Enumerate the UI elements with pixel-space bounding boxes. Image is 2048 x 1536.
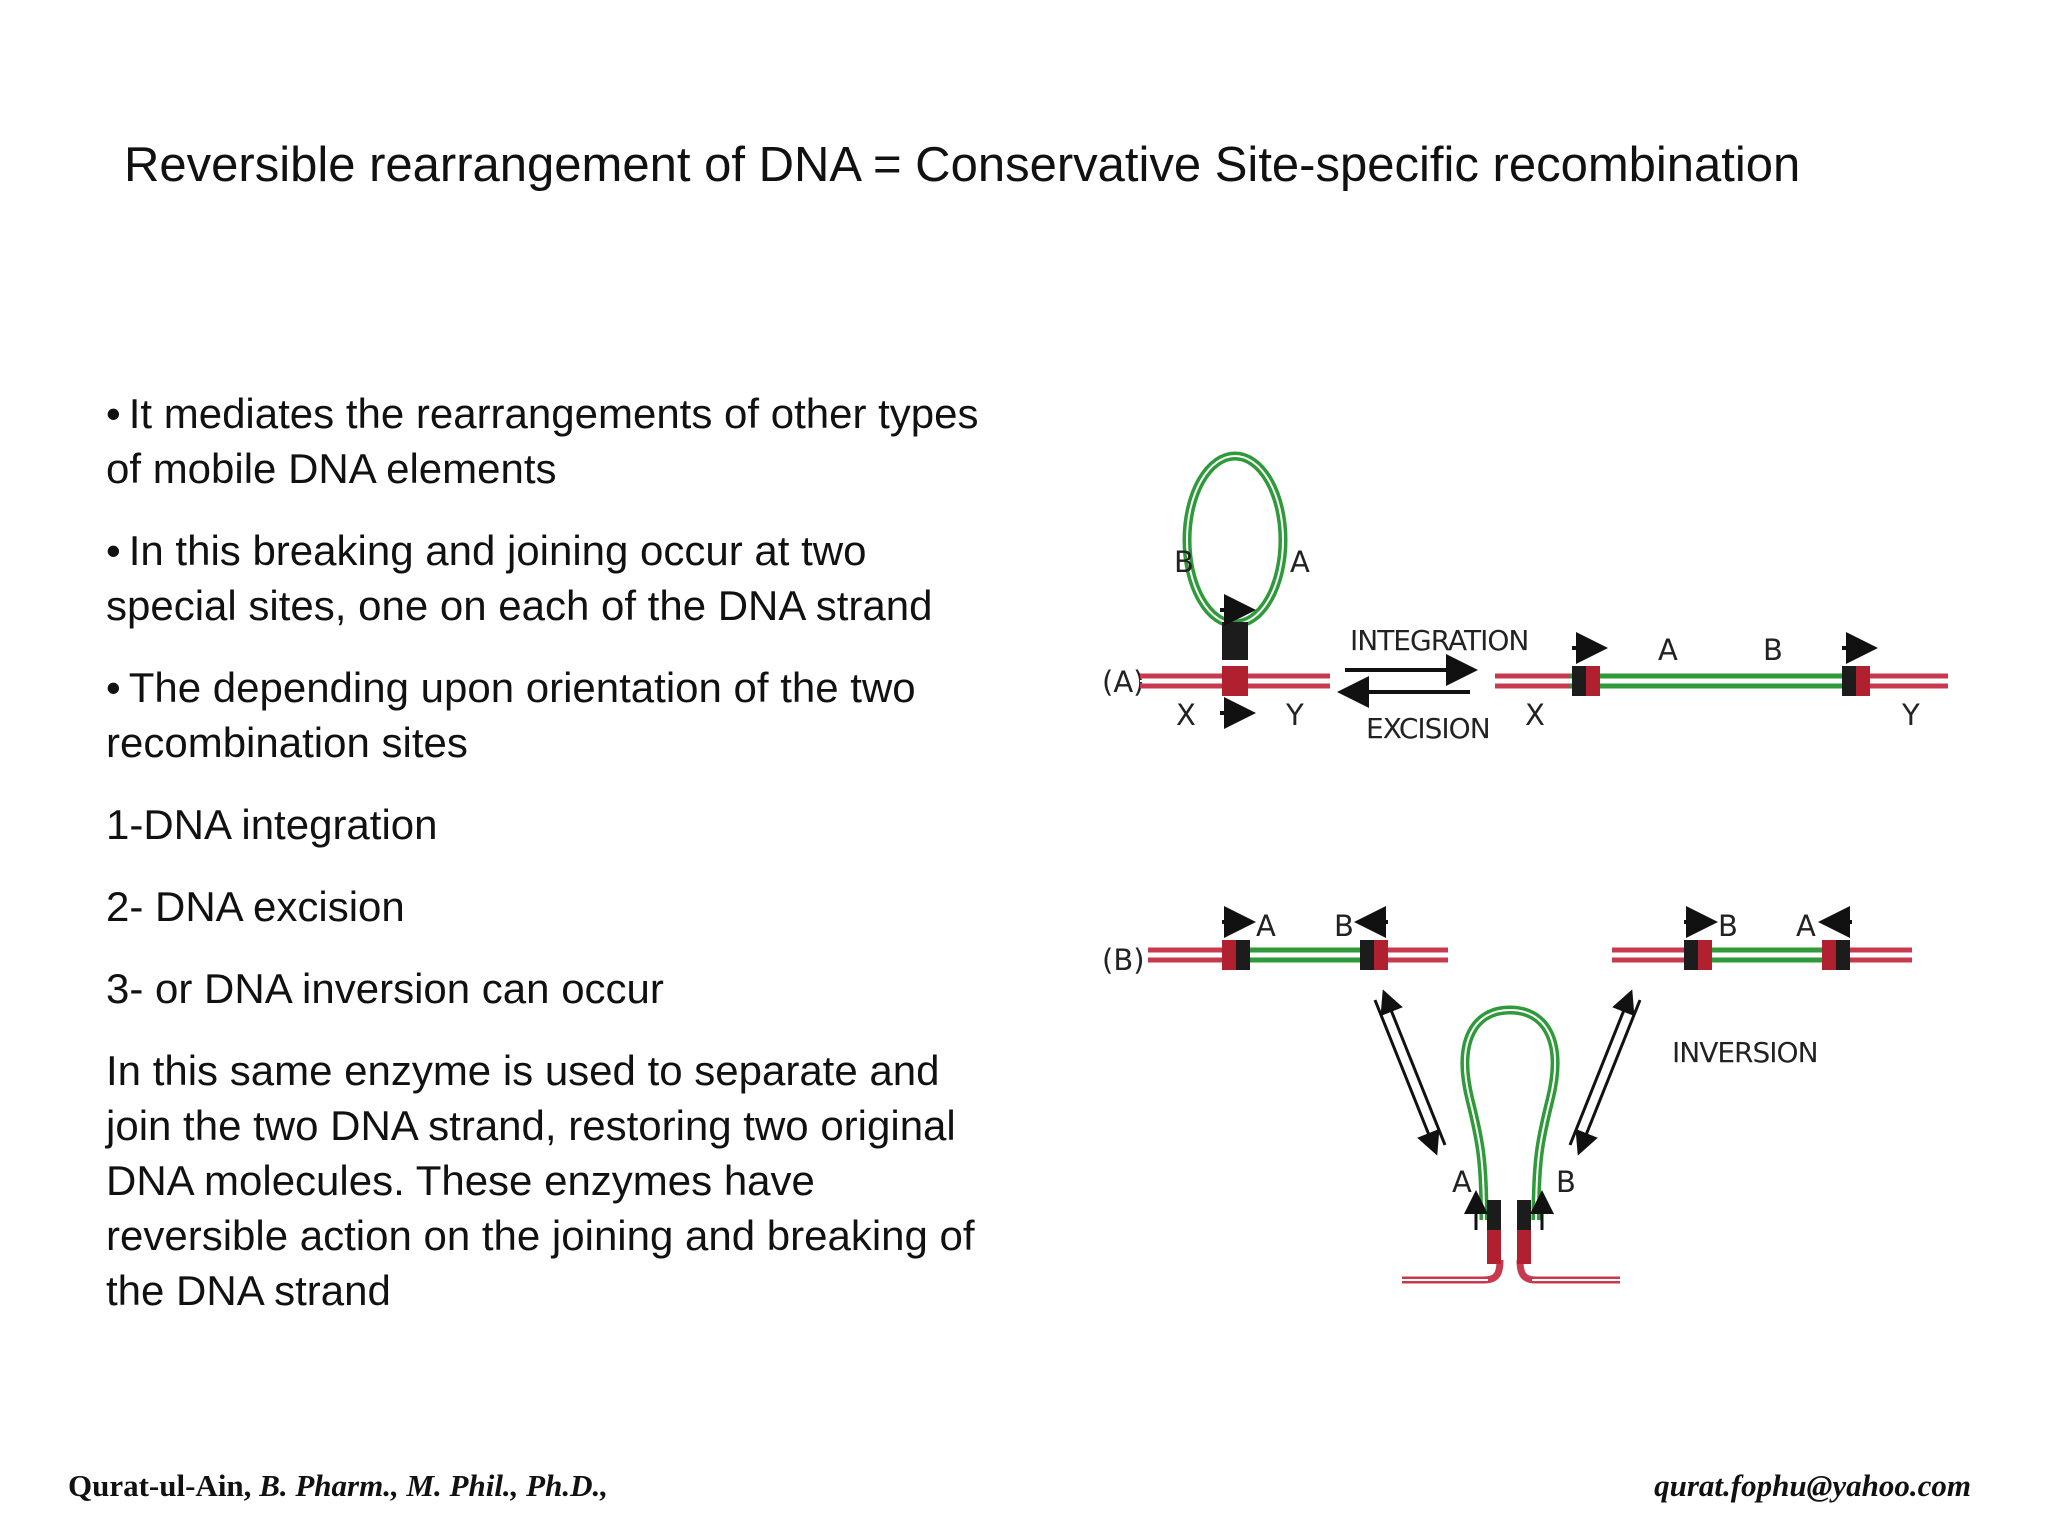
recombination-site xyxy=(1822,940,1836,970)
recombination-site xyxy=(1572,666,1586,696)
recombination-site xyxy=(1487,1200,1501,1230)
slide-body: •It mediates the rearrangements of other… xyxy=(106,386,1006,1345)
left-label-b: B xyxy=(1334,909,1354,943)
panel-b-label: (B) xyxy=(1102,943,1145,977)
numbered-item: 1-DNA integration xyxy=(106,801,438,848)
recombination-site xyxy=(1222,940,1236,970)
right-label-b: B xyxy=(1718,909,1738,943)
integrated-product-dna xyxy=(1495,673,1948,689)
bullet-text: The depending upon orientation of the tw… xyxy=(106,664,916,766)
bullet-item: •In this breaking and joining occur at t… xyxy=(106,523,1006,633)
integration-label: INTEGRATION xyxy=(1350,624,1528,657)
bullet-marker: • xyxy=(106,390,121,437)
explanation-paragraph: In this same enzyme is used to separate … xyxy=(106,1047,975,1314)
loop-label-b: B xyxy=(1556,1165,1576,1199)
recombination-site xyxy=(1222,622,1248,660)
recombination-site xyxy=(1517,1200,1531,1230)
bullet-marker: • xyxy=(106,664,121,711)
circular-dna xyxy=(1182,451,1288,629)
recombination-site xyxy=(1836,940,1850,970)
inverted-segment-left xyxy=(1148,947,1448,963)
equilibrium-arrow xyxy=(1373,999,1440,1156)
panel-a-label: (A) xyxy=(1102,665,1144,699)
footer-email: qurat.fophu@yahoo.com xyxy=(1654,1468,1971,1503)
loop-label-a: A xyxy=(1452,1165,1472,1199)
recombination-site xyxy=(1586,666,1600,696)
recombination-diagram: (A) B A X Y INTEGRATION EXCISION A B X Y… xyxy=(1102,451,1948,1284)
numbered-item: 3- or DNA inversion can occur xyxy=(106,965,664,1012)
product-label-a: A xyxy=(1658,633,1678,667)
recombination-site xyxy=(1684,940,1698,970)
slide-title: Reversible rearrangement of DNA = Conser… xyxy=(124,138,1801,192)
recombination-site xyxy=(1517,1230,1531,1264)
flank-label-y: Y xyxy=(1285,698,1304,732)
inverted-segment-right xyxy=(1612,947,1912,963)
bullet-marker: • xyxy=(106,527,121,574)
circle-label-b: B xyxy=(1174,545,1194,579)
recombination-site xyxy=(1236,940,1250,970)
recombination-site xyxy=(1698,940,1712,970)
author-name: Qurat-ul-Ain, xyxy=(68,1468,252,1503)
left-label-a: A xyxy=(1256,909,1276,943)
footer-author: Qurat-ul-Ain, B. Pharm., M. Phil., Ph.D.… xyxy=(68,1468,608,1504)
excision-label: EXCISION xyxy=(1366,712,1490,745)
bullet-item: •It mediates the rearrangements of other… xyxy=(106,386,1006,496)
inversion-label: INVERSION xyxy=(1672,1036,1818,1069)
looped-intermediate-dna xyxy=(1402,1005,1620,1284)
recombination-site xyxy=(1222,666,1248,696)
author-qualifications: B. Pharm., M. Phil., Ph.D., xyxy=(259,1468,608,1503)
product-label-b: B xyxy=(1763,633,1783,667)
product-flank-x: X xyxy=(1525,698,1545,732)
right-label-a: A xyxy=(1796,909,1816,943)
bullet-text: In this breaking and joining occur at tw… xyxy=(106,527,933,629)
recombination-site xyxy=(1360,940,1374,970)
recombination-site xyxy=(1856,666,1870,696)
bullet-text: It mediates the rearrangements of other … xyxy=(106,390,979,492)
recombination-site xyxy=(1374,940,1388,970)
flank-label-x: X xyxy=(1176,698,1196,732)
recombination-site xyxy=(1842,666,1856,696)
recombination-site xyxy=(1487,1230,1501,1264)
equilibrium-arrow xyxy=(1575,999,1642,1156)
bullet-item: •The depending upon orientation of the t… xyxy=(106,660,1006,770)
circle-label-a: A xyxy=(1290,545,1310,579)
equilibrium-arrow xyxy=(1568,989,1635,1146)
product-flank-y: Y xyxy=(1901,698,1920,732)
numbered-item: 2- DNA excision xyxy=(106,883,405,930)
equilibrium-arrow xyxy=(1380,989,1447,1146)
